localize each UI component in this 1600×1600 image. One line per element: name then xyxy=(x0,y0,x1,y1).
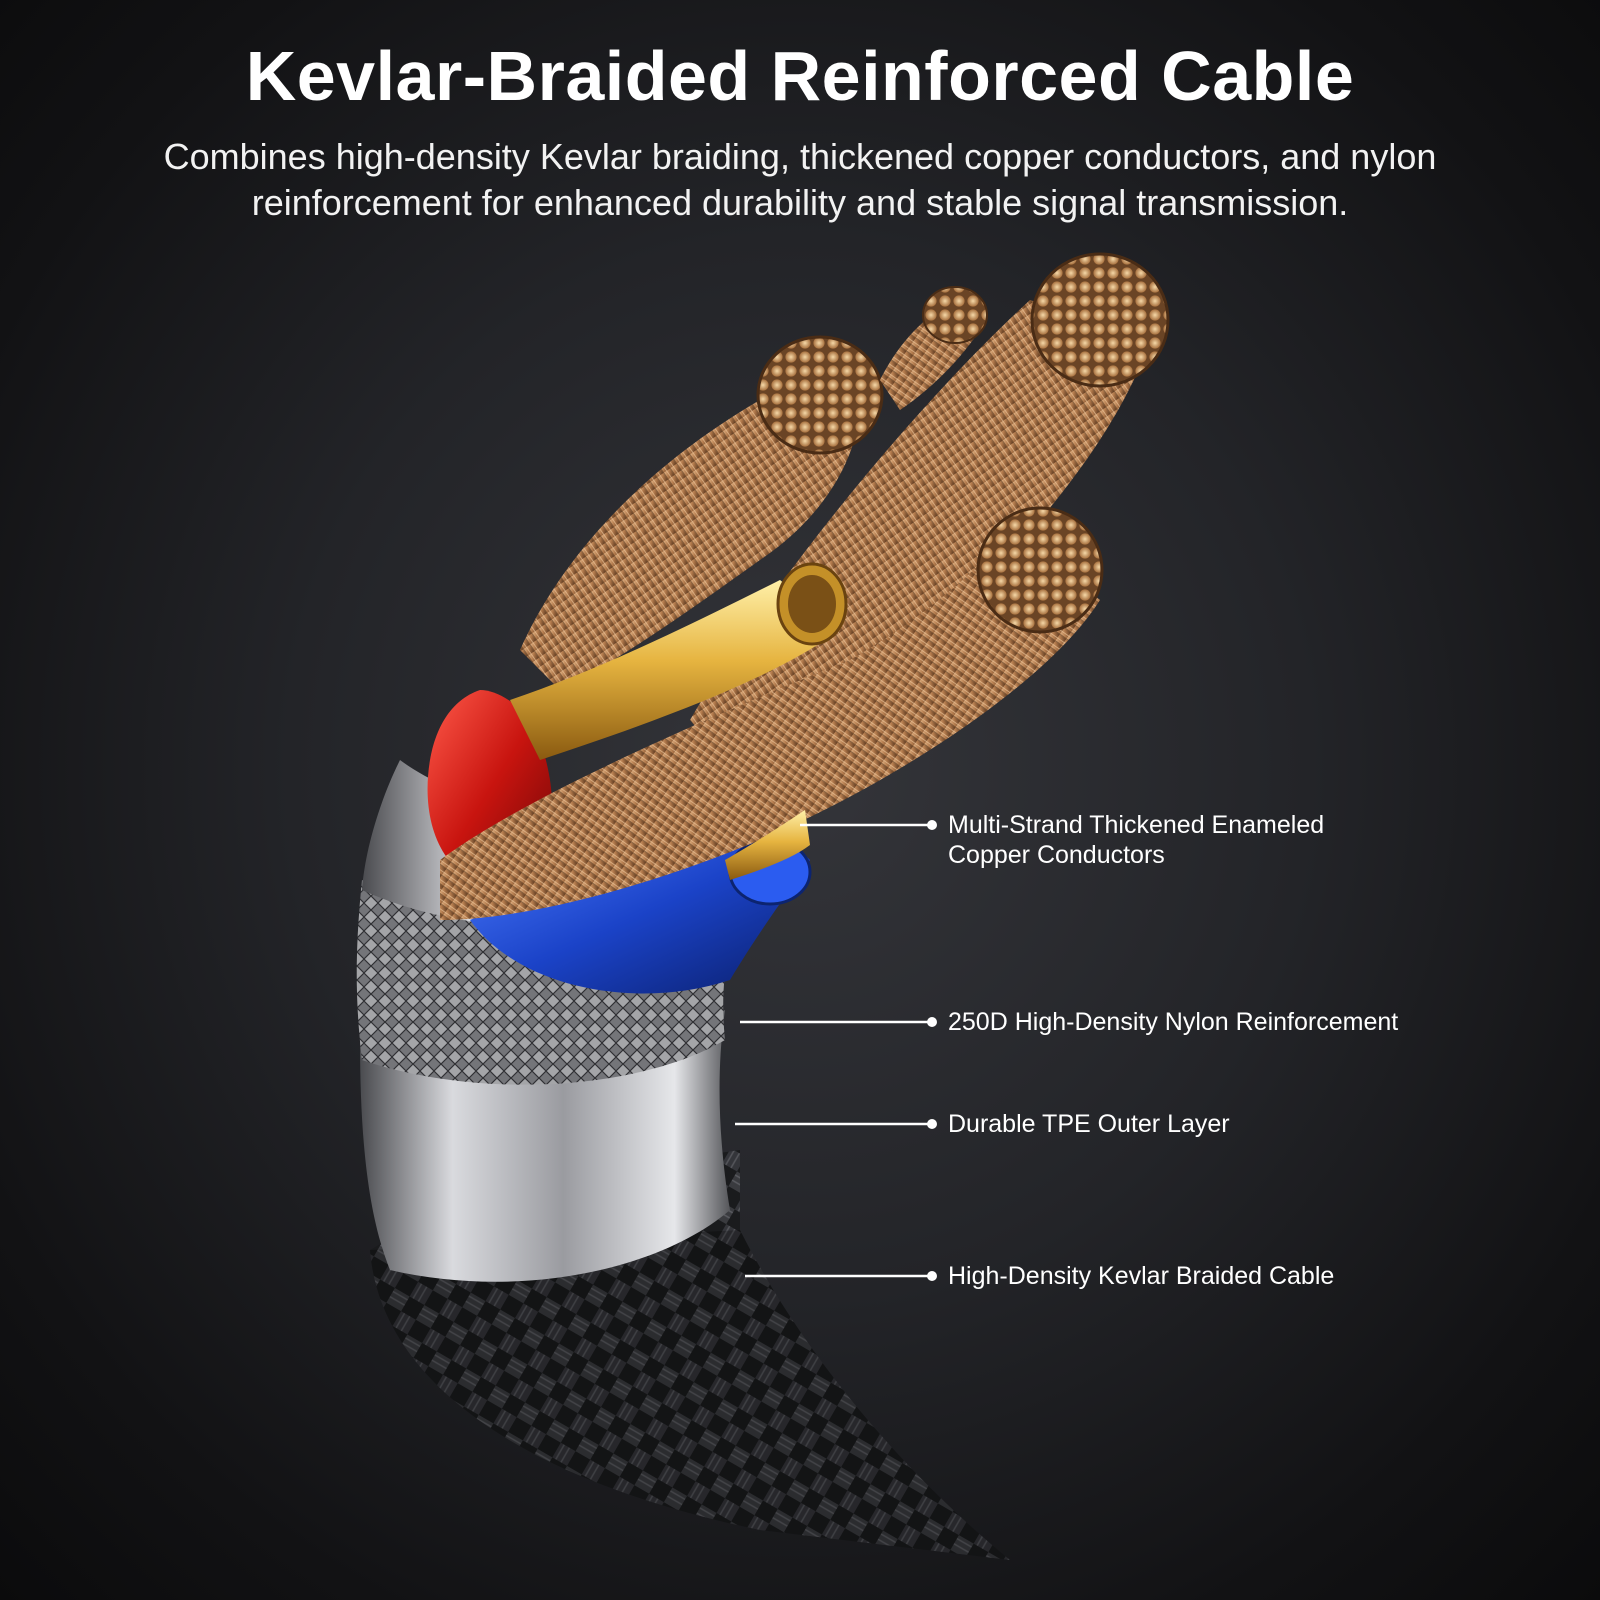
callout-kevlar-line1: High-Density Kevlar Braided Cable xyxy=(948,1262,1335,1290)
callout-label-tpe: Durable TPE Outer Layer xyxy=(948,1109,1568,1139)
blue-insulation xyxy=(470,835,810,994)
callout-label-kevlar: High-Density Kevlar Braided Cable xyxy=(948,1261,1568,1291)
callout-conductors-line1: Multi-Strand Thickened Enameled xyxy=(948,811,1325,839)
page-title: Kevlar-Braided Reinforced Cable xyxy=(245,37,1355,115)
callout-line-kevlar xyxy=(745,1271,937,1281)
callout-label-nylon: 250D High-Density Nylon Reinforcement xyxy=(948,1007,1568,1037)
callout-line-conductors xyxy=(800,820,937,830)
gold-core xyxy=(510,580,840,760)
callout-nylon-line1: 250D High-Density Nylon Reinforcement xyxy=(948,1008,1399,1036)
callout-tpe-line1: Durable TPE Outer Layer xyxy=(948,1110,1230,1138)
callout-label-conductors: Multi-Strand Thickened Enameled Copper C… xyxy=(948,810,1568,870)
callout-line-tpe xyxy=(735,1119,937,1129)
page-subtitle: Combines high-density Kevlar braiding, t… xyxy=(163,136,1437,223)
callout-conductors-line2: Copper Conductors xyxy=(948,841,1165,869)
callout-line-nylon xyxy=(740,1017,937,1027)
